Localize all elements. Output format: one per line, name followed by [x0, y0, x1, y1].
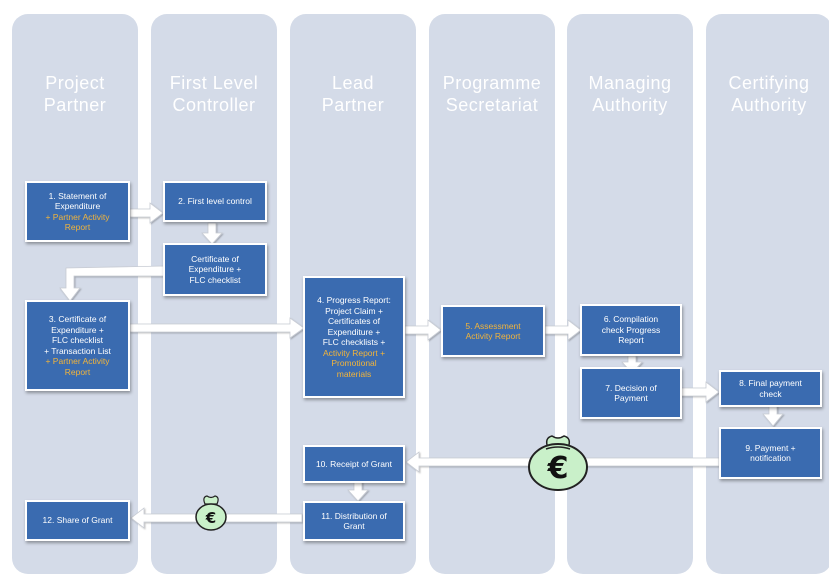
step-4-progress-report: 4. Progress Report: Project Claim + Cert… — [303, 276, 405, 398]
money-bag-large-icon: € — [528, 435, 588, 491]
step-11-distribution-of-grant: 11. Distribution of Grant — [303, 501, 405, 541]
money-bag-small-icon: € — [195, 495, 227, 531]
arrow-8-to-9 — [762, 405, 784, 427]
euro-symbol: € — [547, 451, 569, 486]
arrow-5-to-6 — [544, 319, 582, 341]
arrow-1-to-2 — [129, 202, 164, 224]
arrow-2-to-certificate — [201, 222, 223, 245]
step-7-decision-of-payment: 7. Decision of Payment — [580, 367, 682, 419]
step-5-assessment-activity-report: 5. Assessment Activity Report — [441, 305, 545, 357]
euro-symbol: € — [205, 509, 216, 527]
arrow-7-to-8 — [680, 381, 720, 403]
step-1-statement-of-expenditure: 1. Statement of Expenditure + Partner Ac… — [25, 181, 130, 242]
step-3-certificate-of-expenditure: 3. Certificate of Expenditure + FLC chec… — [25, 300, 130, 391]
arrow-certificate-to-3 — [59, 265, 166, 302]
step-6-compilation-check: 6. Compilation check Progress Report — [580, 304, 682, 356]
arrow-4-to-5 — [404, 319, 442, 341]
step-10-receipt-of-grant: 10. Receipt of Grant — [303, 445, 405, 483]
step-12-share-of-grant: 12. Share of Grant — [25, 500, 130, 541]
arrow-3-to-4 — [129, 317, 305, 339]
arrow-10-to-11 — [347, 481, 369, 502]
step-8-final-payment-check: 8. Final payment check — [719, 370, 822, 407]
step-2-first-level-control: 2. First level control — [163, 181, 267, 222]
certificate-of-expenditure: Certificate of Expenditure + FLC checkli… — [163, 243, 267, 296]
step-9-payment-notification: 9. Payment + notification — [719, 427, 822, 479]
